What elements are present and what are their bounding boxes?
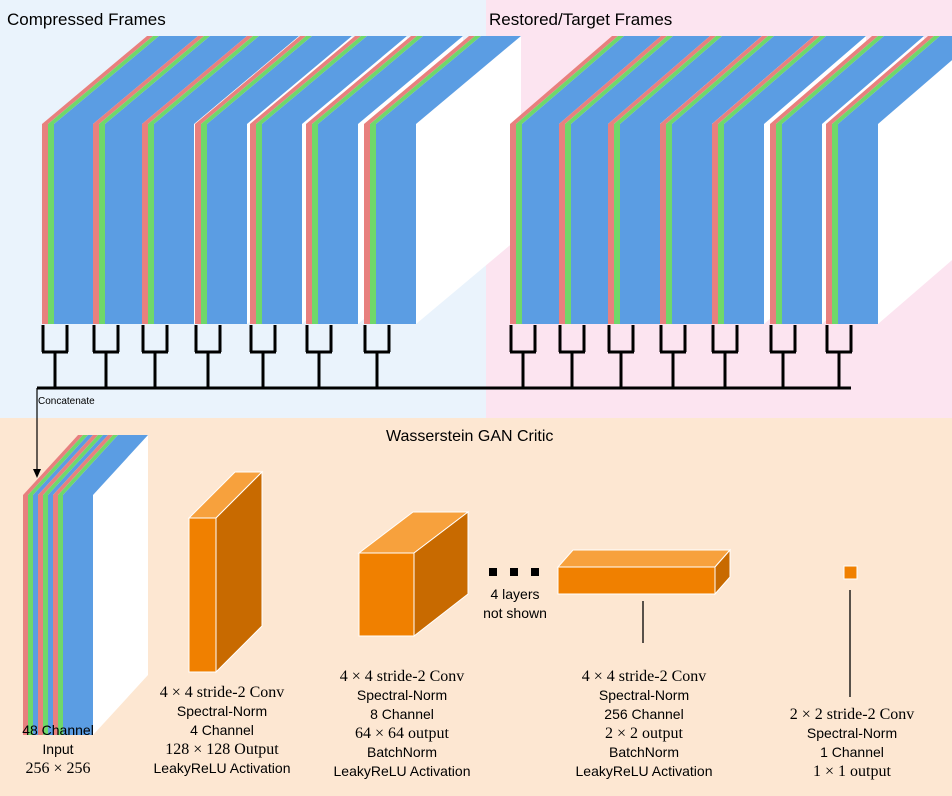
layers-not-shown-label: 4 layers not shown	[470, 585, 560, 623]
blue-channel-frame	[522, 124, 562, 324]
blue-channel-frame-top	[571, 36, 713, 124]
blue-channel-frame	[782, 124, 822, 324]
layer1-output: 128 × 128 Output	[165, 741, 279, 758]
layer3-activation: LeakyReLU Activation	[575, 763, 713, 779]
layer1-conv: 4 × 4 stride-2 Conv	[142, 683, 302, 702]
layer1-conv-text: 4 × 4 stride-2 Conv	[159, 684, 285, 701]
layer3-block	[556, 548, 732, 596]
input-stack	[23, 435, 148, 735]
layer4-label: 2 × 2 stride-2 Conv Spectral-Norm 1 Chan…	[772, 705, 932, 781]
blue-channel-frame-top	[376, 36, 521, 124]
layer3-output: 2 × 2 output	[605, 725, 683, 742]
critic-title: Wasserstein GAN Critic	[386, 428, 554, 445]
frame-stack	[364, 36, 521, 324]
frame-stack	[826, 36, 952, 324]
blue-channel-frame	[154, 124, 194, 324]
blue-channel-frame-top	[154, 36, 299, 124]
layer2-label: 4 × 4 stride-2 Conv Spectral-Norm 8 Chan…	[322, 667, 482, 781]
input-channels: 48 Channel	[22, 722, 94, 738]
blue-channel-frame-top	[838, 36, 952, 124]
blue-channel-frame-top	[620, 36, 762, 124]
layer4-conv: 2 × 2 stride-2 Conv	[789, 706, 915, 723]
layer3-channels: 256 Channel	[604, 706, 684, 722]
frame-stack	[23, 435, 148, 735]
blue-channel-frame	[838, 124, 878, 324]
layer2-conv: 4 × 4 stride-2 Conv	[339, 668, 465, 685]
blue-channel-frame-top	[207, 36, 352, 124]
layer3-block-front	[557, 566, 716, 595]
input-word: Input	[42, 741, 74, 757]
layer2-batchnorm: BatchNorm	[366, 744, 438, 760]
layer4-output-block	[843, 565, 858, 580]
layer4-channels: 1 Channel	[820, 744, 884, 760]
layer1-block-front	[188, 517, 217, 673]
layer2-output: 64 × 64 output	[355, 725, 449, 742]
layer3-norm: Spectral-Norm	[598, 687, 690, 703]
blue-channel-frame-top	[672, 36, 814, 124]
blue-channel-frame-top	[262, 36, 407, 124]
blue-channel-frame	[207, 124, 247, 324]
layer3-batchnorm: BatchNorm	[608, 744, 680, 760]
blue-channel-frame-top	[318, 36, 463, 124]
blue-channel-frame-top	[54, 36, 199, 124]
blue-channel-frame-top	[105, 36, 250, 124]
layer2-norm: Spectral-Norm	[356, 687, 448, 703]
connector-brackets	[41, 325, 853, 389]
blue-channel-frame-top	[724, 36, 866, 124]
blue-channel-frame	[262, 124, 302, 324]
critic-region	[0, 418, 952, 796]
concatenate-arrowhead	[33, 469, 41, 478]
layer3-conv: 4 × 4 stride-2 Conv	[581, 668, 707, 685]
layer3-label: 4 × 4 stride-2 Conv Spectral-Norm 256 Ch…	[564, 667, 724, 781]
layer1-label: 4 × 4 stride-2 Conv Spectral-Norm 4 Chan…	[142, 683, 302, 778]
ellipsis-dot	[510, 568, 518, 576]
ellipsis-dot	[531, 568, 539, 576]
layer3-block-top	[556, 549, 732, 568]
blue-channel-frame	[54, 124, 94, 324]
blue-channel-frame	[620, 124, 660, 324]
input-channel-frame-top	[63, 435, 148, 495]
layer1-activation: LeakyReLU Activation	[153, 760, 291, 776]
layer4-output: 1 × 1 output	[813, 763, 891, 780]
layer2-block	[357, 510, 470, 638]
layers-not-shown-line: 4 layers	[490, 586, 540, 602]
layer2-block-front	[358, 552, 415, 637]
concatenate-label: Concatenate	[38, 396, 95, 407]
blue-channel-frame	[672, 124, 712, 324]
input-size: 256 × 256	[25, 760, 91, 777]
blue-channel-frame	[571, 124, 611, 324]
layer2-channels: 8 Channel	[370, 706, 434, 722]
layer1-channels: 4 Channel	[190, 722, 254, 738]
layer1-norm: Spectral-Norm	[176, 703, 268, 719]
restored-frames-title: Restored/Target Frames	[489, 10, 673, 29]
blue-channel-frame	[376, 124, 416, 324]
compressed-frames-title: Compressed Frames	[7, 10, 166, 29]
ellipsis-dot	[489, 568, 497, 576]
input-label: 48 Channel Input 256 × 256	[8, 721, 108, 778]
layer1-block	[187, 470, 264, 674]
blue-channel-frame-top	[522, 36, 664, 124]
layers-not-shown-line: not shown	[483, 605, 547, 621]
layer2-activation: LeakyReLU Activation	[333, 763, 471, 779]
restored-frames-group	[510, 36, 952, 324]
input-channel-frame	[63, 495, 93, 735]
compressed-frames-group	[42, 36, 521, 324]
blue-channel-frame-top	[782, 36, 924, 124]
blue-channel-frame	[105, 124, 145, 324]
layer4-norm: Spectral-Norm	[806, 725, 898, 741]
blue-channel-frame	[318, 124, 358, 324]
blue-channel-frame	[724, 124, 764, 324]
